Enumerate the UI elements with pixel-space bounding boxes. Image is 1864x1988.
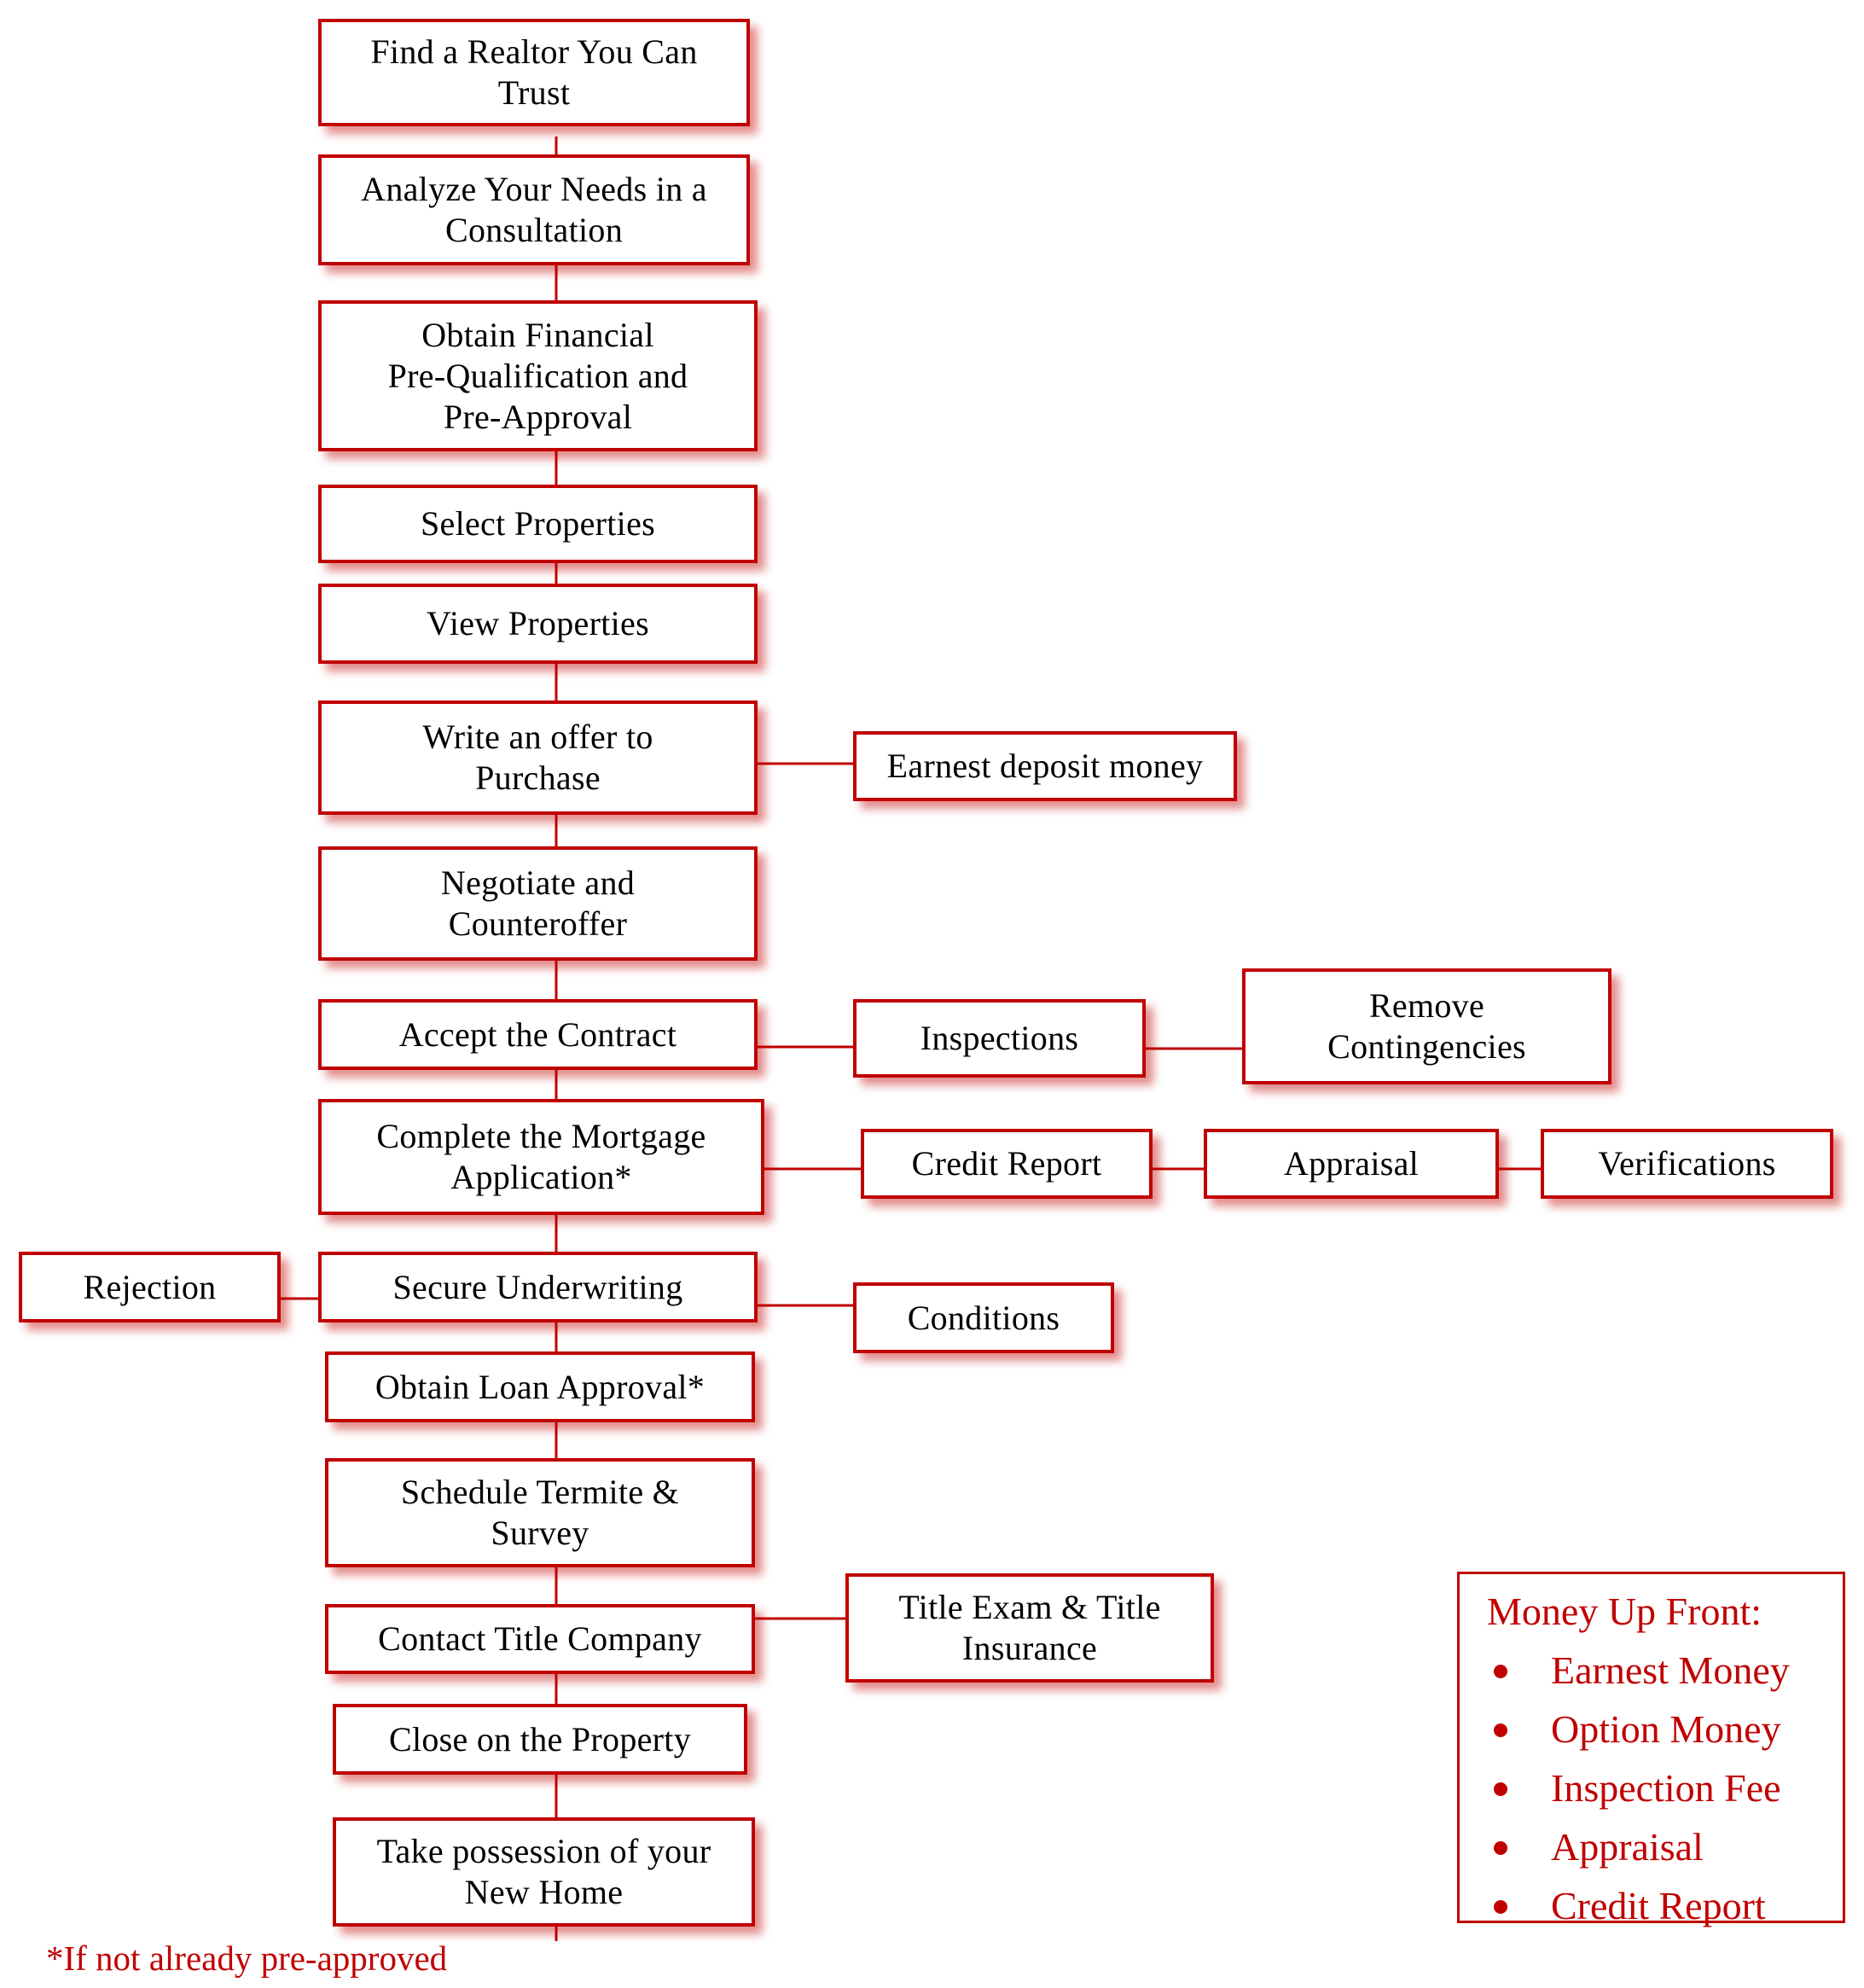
bullet-icon <box>1494 1724 1507 1737</box>
legend-title: Money Up Front: <box>1487 1590 1762 1633</box>
money-up-front-legend: Money Up Front: Earnest Money Option Mon… <box>1457 1572 1845 1927</box>
step-write-offer: Write an offer to Purchase <box>318 700 758 815</box>
bullet-icon <box>1494 1665 1507 1678</box>
step-view-properties: View Properties <box>318 584 758 664</box>
bullet-icon <box>1494 1782 1507 1796</box>
step-loan-approval: Obtain Loan Approval* <box>325 1351 755 1422</box>
branch-verifications: Verifications <box>1541 1129 1833 1199</box>
footnote: *If not already pre-approved <box>46 1939 448 1978</box>
step-mortgage-application: Complete the Mortgage Application* <box>318 1099 764 1215</box>
step-secure-underwriting: Secure Underwriting <box>318 1252 758 1322</box>
legend-item: Earnest Money <box>1487 1641 1843 1700</box>
step-take-possession: Take possession of your New Home <box>333 1817 755 1927</box>
legend-item: Inspection Fee <box>1487 1758 1843 1817</box>
step-analyze-needs: Analyze Your Needs in a Consultation <box>318 154 750 265</box>
step-negotiate: Negotiate and Counteroffer <box>318 846 758 961</box>
step-accept-contract: Accept the Contract <box>318 999 758 1070</box>
branch-title-exam: Title Exam & Title Insurance <box>845 1573 1214 1683</box>
branch-inspections: Inspections <box>853 999 1146 1078</box>
branch-appraisal: Appraisal <box>1204 1129 1499 1199</box>
branch-credit-report: Credit Report <box>861 1129 1153 1199</box>
legend-item: Option Money <box>1487 1700 1843 1758</box>
step-find-realtor: Find a Realtor You Can Trust <box>318 19 750 126</box>
legend-item: Appraisal <box>1487 1817 1843 1876</box>
bullet-icon <box>1494 1841 1507 1855</box>
legend-item: Credit Report <box>1487 1876 1843 1935</box>
step-termite-survey: Schedule Termite & Survey <box>325 1458 755 1567</box>
bullet-icon <box>1494 1900 1507 1914</box>
step-select-properties: Select Properties <box>318 485 758 563</box>
step-title-company: Contact Title Company <box>325 1604 755 1674</box>
branch-remove-contingencies: Remove Contingencies <box>1242 968 1611 1084</box>
branch-rejection: Rejection <box>19 1252 281 1322</box>
legend-list: Earnest Money Option Money Inspection Fe… <box>1487 1641 1843 1935</box>
branch-earnest-deposit: Earnest deposit money <box>853 731 1237 801</box>
step-obtain-financial: Obtain Financial Pre-Qualification and P… <box>318 300 758 451</box>
step-close-property: Close on the Property <box>333 1704 747 1775</box>
branch-conditions: Conditions <box>853 1282 1114 1353</box>
